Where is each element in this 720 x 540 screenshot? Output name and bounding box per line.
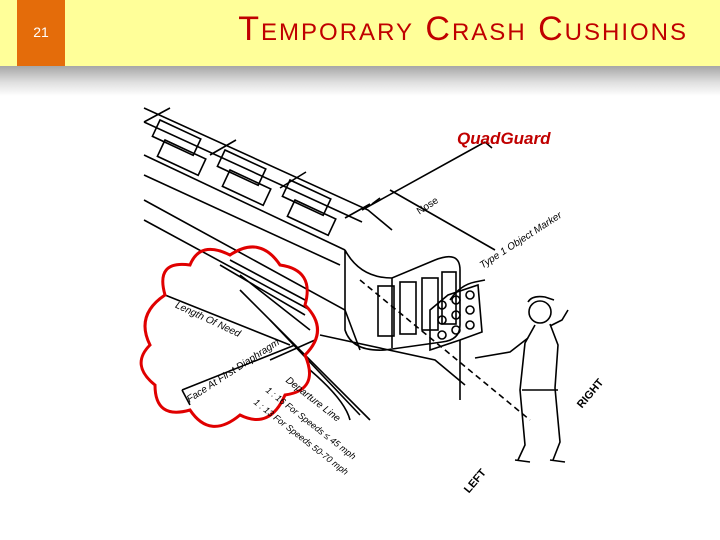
quadguard-diagram: QuadGuard Nose Type 1 Object Marker Leng… <box>130 100 630 510</box>
line-drawing <box>139 107 569 463</box>
crash-cushion-drawing <box>143 107 569 463</box>
highlight-cloud <box>139 245 319 428</box>
slide-number-badge: 21 <box>17 0 65 66</box>
header-shadow <box>0 66 720 96</box>
title-bar: 21 Temporary Crash Cushions <box>0 0 720 66</box>
brand-label: QuadGuard <box>457 129 551 148</box>
slide-title: Temporary Crash Cushions <box>238 10 688 48</box>
slide-number: 21 <box>33 24 49 40</box>
